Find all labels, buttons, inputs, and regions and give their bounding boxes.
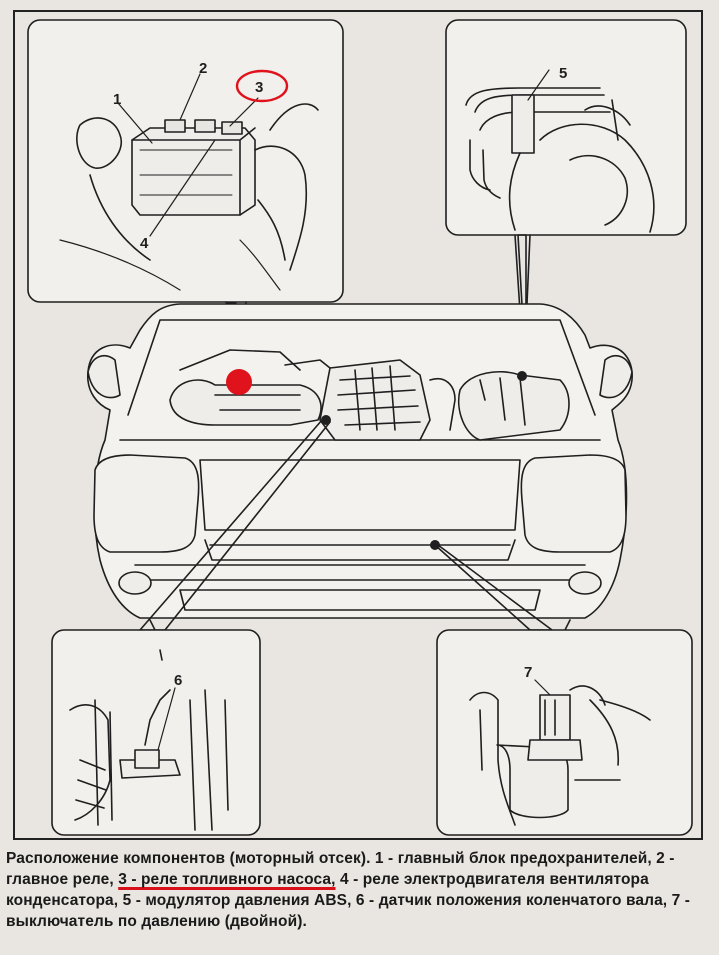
inset-crank-sensor [51, 629, 261, 836]
figure-frame [13, 10, 703, 840]
headlight-right [520, 454, 627, 553]
callout-1: 1 [113, 91, 121, 108]
callout-2: 2 [199, 60, 207, 77]
relay-location-marker [226, 369, 252, 395]
caption-highlight: 3 - реле топливного насоса, [118, 871, 336, 888]
caption-part-1: Расположение компонентов (моторный отсек… [6, 850, 675, 888]
caption-part-2: 4 - реле электродвигателя вентилятора ко… [6, 871, 691, 930]
callout-6: 6 [174, 672, 182, 689]
callout-3: 3 [255, 79, 263, 96]
headlight-left [93, 454, 200, 553]
engine-bay-diagram: 1 2 3 4 5 6 7 [27, 19, 693, 836]
callout-7: 7 [524, 664, 532, 681]
callout-4: 4 [140, 235, 149, 252]
figure-caption: Расположение компонентов (моторный отсек… [6, 848, 714, 932]
callout-5: 5 [559, 65, 567, 82]
